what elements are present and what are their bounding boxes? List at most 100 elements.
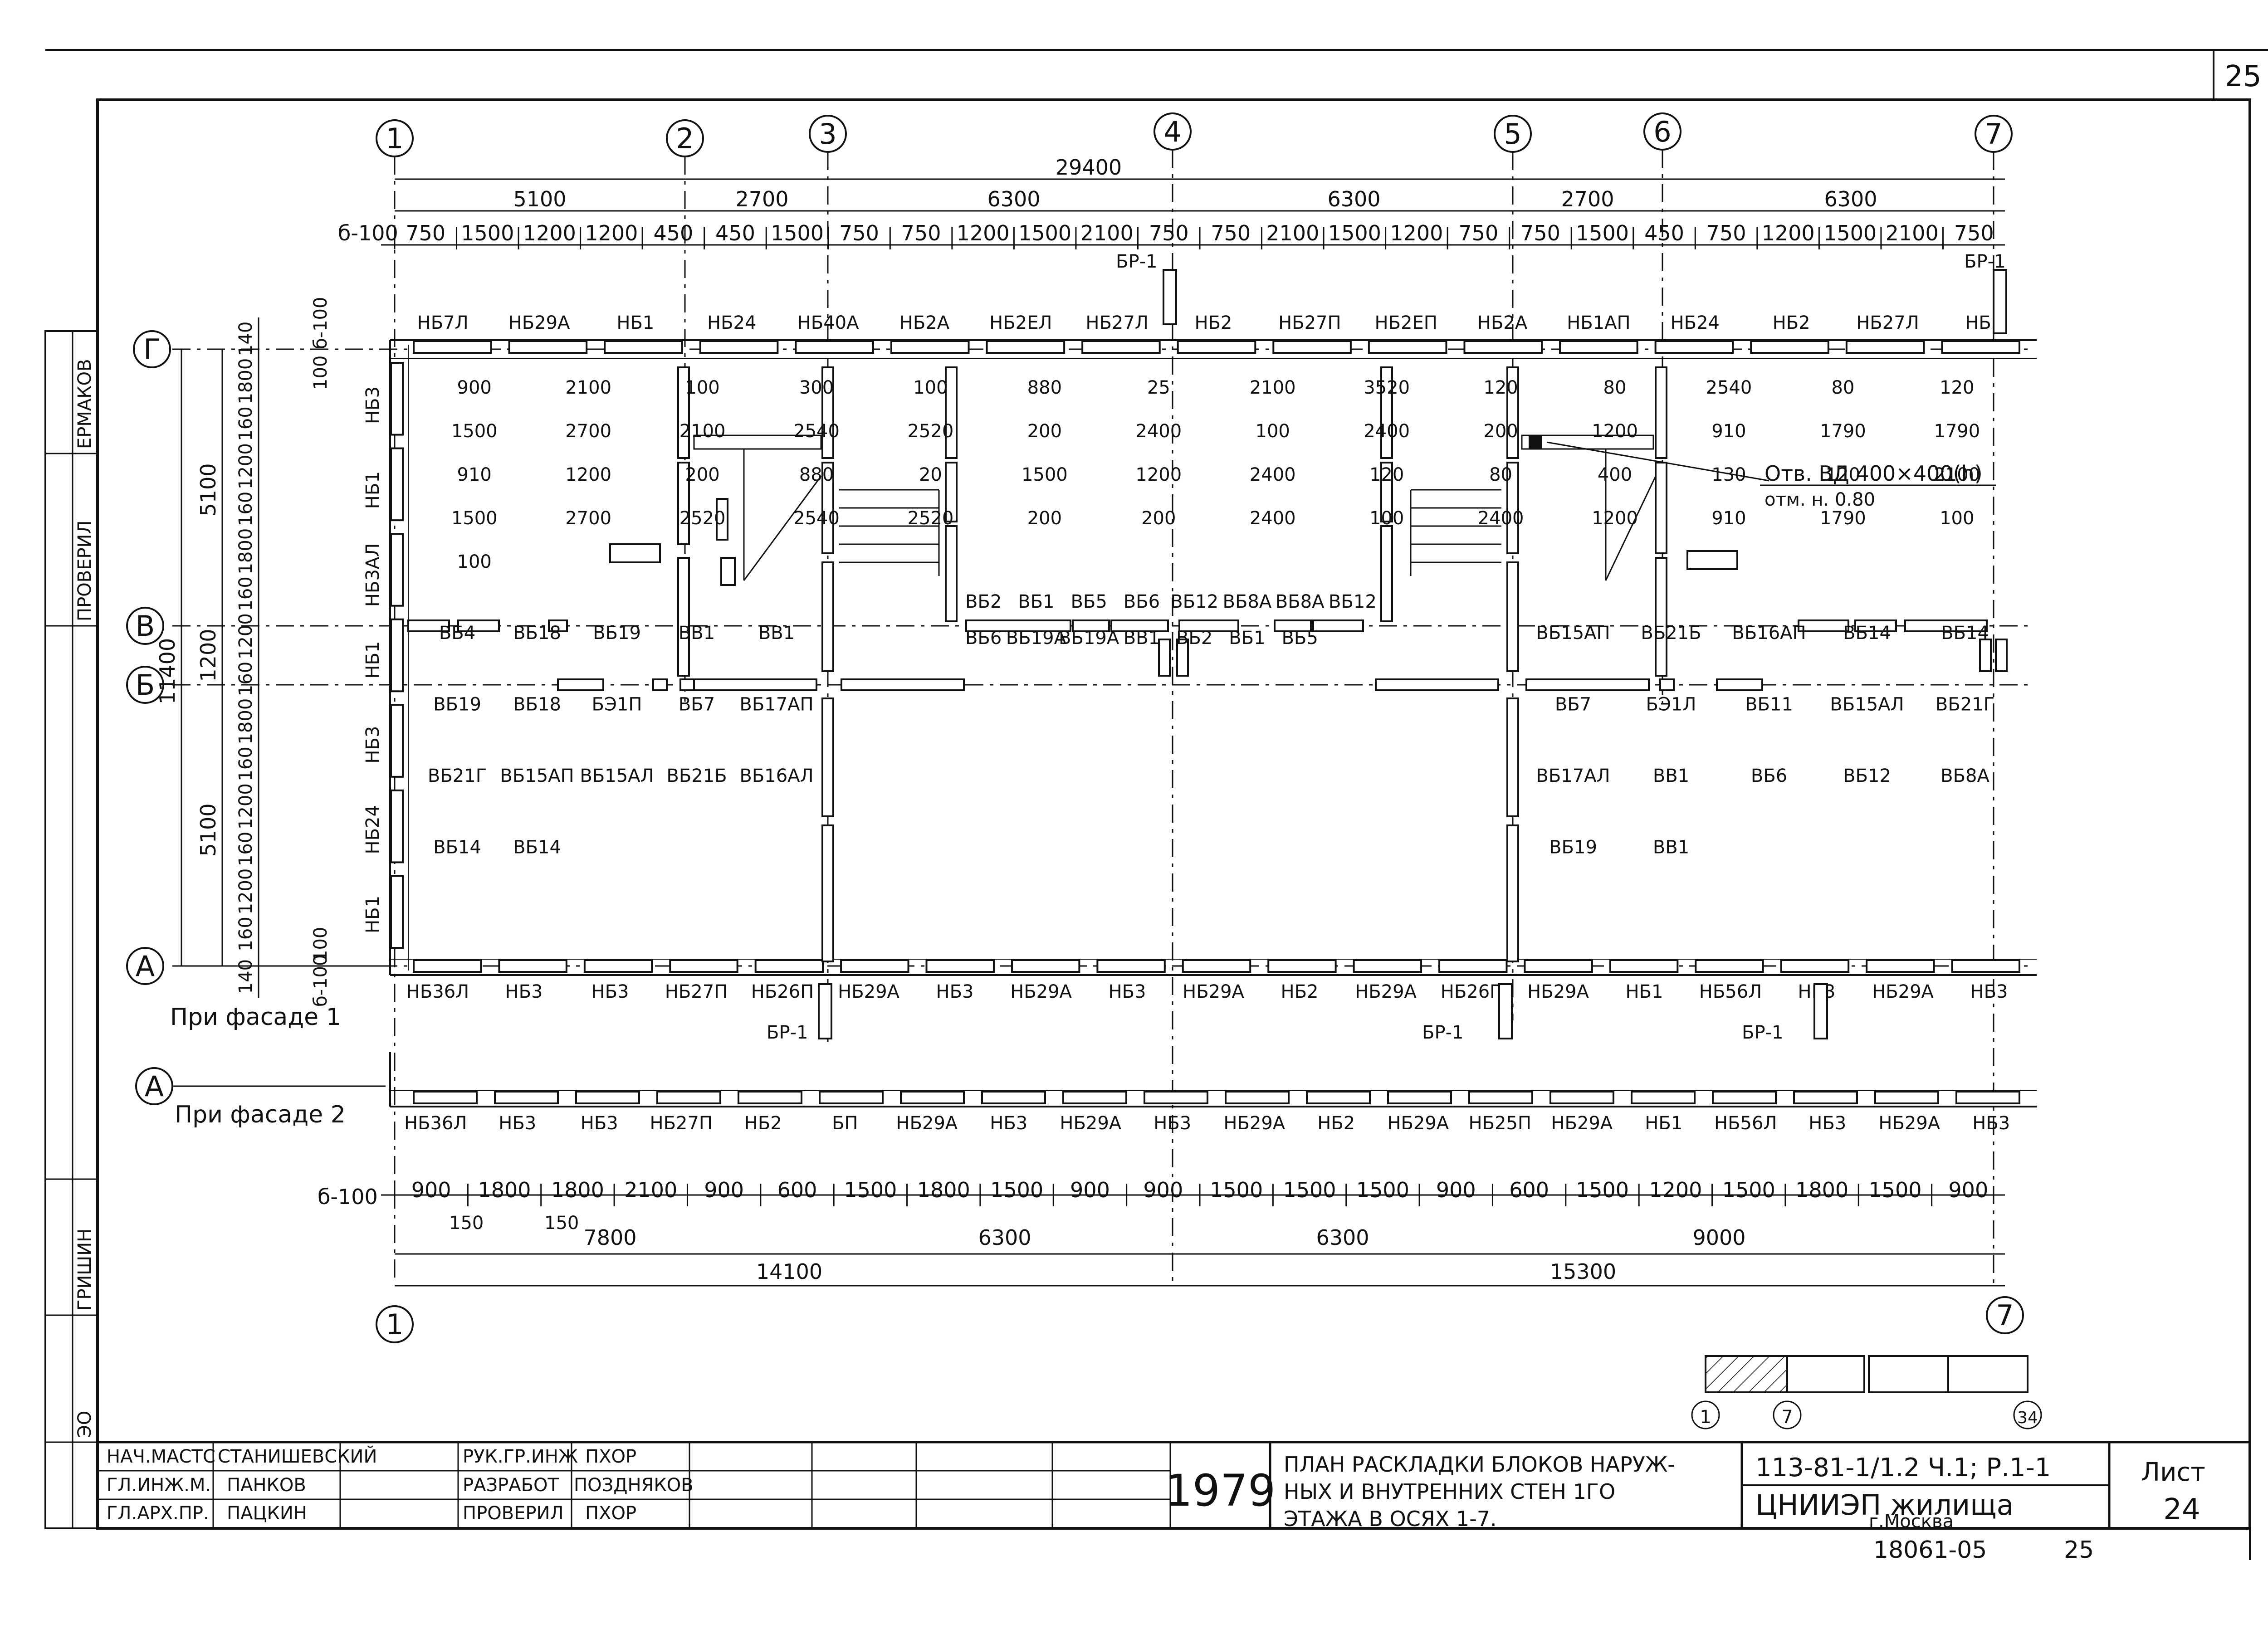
bottom-detail-dim: 1500	[1576, 1178, 1629, 1202]
inner-dim: 80	[1489, 464, 1512, 485]
inner-right-label: ВБ19	[1549, 837, 1597, 858]
svg-text:ЭТАЖА В ОСЯХ 1-7.: ЭТАЖА В ОСЯХ 1-7.	[1284, 1507, 1497, 1531]
inner-left-label: БЭ1П	[592, 694, 642, 715]
bottom2-wall-block	[900, 1091, 965, 1104]
svg-text:5100: 5100	[196, 803, 220, 856]
inner-left-label: ВБ4	[439, 623, 475, 644]
left-detail-dim: 160	[235, 576, 256, 611]
outer-bottom1-label: НБ29А	[1355, 981, 1417, 1002]
bottom1-wall-block	[583, 959, 653, 973]
outer-bottom2-label: НБ2	[744, 1113, 782, 1134]
top-detail-dim: 2100	[1080, 221, 1134, 245]
left-wall-block	[390, 533, 404, 607]
inner-dim: 2520	[908, 421, 954, 442]
outer-top-label: НБ40А	[797, 312, 859, 333]
svg-text:6300: 6300	[987, 187, 1040, 211]
outer-left-label: НБ3АЛ	[362, 543, 383, 607]
left-detail-dim: 1200	[235, 783, 256, 829]
bottom-detail-dim: 1500	[1283, 1178, 1336, 1202]
outer-bottom2-label: НБ1	[1645, 1113, 1682, 1134]
svg-text:2700: 2700	[735, 187, 788, 211]
inner-dim: 120	[1369, 464, 1404, 485]
outer-bottom2-label: БП	[832, 1113, 858, 1134]
inner-mid-label: ВБ12	[1170, 591, 1218, 612]
inner-dim: 1790	[1820, 508, 1866, 529]
inner-right-label: ВВ1	[1653, 766, 1689, 786]
bottom2-wall-block	[1468, 1091, 1533, 1104]
top-wall-block	[890, 340, 970, 354]
svg-text:Лист: Лист	[2141, 1458, 2205, 1487]
outer-bottom2-label: НБ3	[1809, 1113, 1846, 1134]
top-detail-dim: 1500	[1328, 221, 1381, 245]
top-wall-block	[1941, 340, 2020, 354]
inner-right-label: ВБ16АП	[1732, 623, 1806, 644]
inner-mid-label: ВБ1	[1018, 591, 1054, 612]
outer-left-label: НБ3	[362, 726, 383, 764]
left-wall-blocks	[390, 362, 404, 949]
inner-right-label: ВВ1	[1653, 837, 1689, 858]
outer-bottom2-label: НБ56Л	[1714, 1113, 1777, 1134]
svg-text:ПХОР: ПХОР	[585, 1446, 636, 1467]
outer-top-label: НБ2А	[1477, 312, 1528, 333]
left-detail-dim: 1200	[235, 443, 256, 489]
svg-text:ПАЦКИН: ПАЦКИН	[227, 1503, 307, 1524]
bottom-detail-dim: 1500	[1722, 1178, 1775, 1202]
inner-left-label: ВБ17АП	[739, 694, 813, 715]
inner-right-label: ВБ6	[1751, 766, 1787, 786]
outer-top-label: НБ27П	[1278, 312, 1341, 333]
svg-text:3: 3	[819, 117, 836, 151]
svg-text:ПОЗДНЯКОВ: ПОЗДНЯКОВ	[574, 1475, 694, 1496]
svg-text:100: 100	[310, 356, 331, 390]
top-detail-dim: 750	[406, 221, 445, 245]
inner-dim: 2700	[565, 421, 611, 442]
top-detail-dim: 1500	[461, 221, 514, 245]
side-stamp-code: ЭО	[74, 1411, 95, 1438]
bottom1-wall-blocks	[413, 959, 2021, 973]
inner-dim: 1500	[451, 421, 498, 442]
inner-dim: 1200	[565, 464, 611, 485]
inner-dim: 2540	[793, 421, 840, 442]
top-wall-block	[986, 340, 1066, 354]
inner-right-label: ВБ8А	[1941, 766, 1989, 786]
svg-text:БР-1: БР-1	[1116, 251, 1157, 272]
bottom1-wall-block	[1438, 959, 1508, 973]
svg-text:ПРОВЕРИЛ: ПРОВЕРИЛ	[463, 1503, 564, 1524]
inner-left-label: ВБ19	[593, 623, 641, 644]
inner-mid-label: ВБ6	[965, 628, 1002, 649]
inner-dim: 100	[1256, 421, 1290, 442]
inner-mid-label: ВБ19А	[1006, 628, 1067, 649]
inner-dim: 130	[1711, 464, 1746, 485]
bottom1-wall-block	[1780, 959, 1850, 973]
top-detail-dim: 1200	[957, 221, 1010, 245]
bottom1-wall-block	[498, 959, 567, 973]
outer-top-label: НБ1АП	[1567, 312, 1630, 333]
svg-text:Отв. ВД 400×400(h): Отв. ВД 400×400(h)	[1765, 461, 1983, 486]
outer-bottom1-label: НБ29А	[1872, 981, 1934, 1002]
outer-left-label: НБ1	[362, 896, 383, 933]
outer-bottom2-label: НБ3	[990, 1113, 1027, 1134]
bottom-detail-dim: 600	[777, 1178, 817, 1202]
outer-top-label: НБ2А	[899, 312, 950, 333]
bottom-detail-dim: 1800	[917, 1178, 970, 1202]
left-detail-dim: 160	[235, 917, 256, 951]
svg-text:6300: 6300	[1824, 187, 1877, 211]
svg-text:6300: 6300	[978, 1225, 1031, 1250]
inner-mid-label: ВБ2	[965, 591, 1002, 612]
outer-bottom1-label: НБ26П	[751, 981, 814, 1002]
outer-top-label: НБ7Л	[417, 312, 469, 333]
svg-text:4: 4	[1163, 115, 1181, 148]
outer-bottom1-label: НБ3	[936, 981, 974, 1002]
inner-dim: 20	[919, 464, 942, 485]
inner-dim: 1790	[1934, 421, 1980, 442]
inner-mid-label: ВБ6	[1124, 591, 1160, 612]
top-wall-block	[413, 340, 492, 354]
row-axes-left: Г В Б А А	[126, 330, 173, 1105]
inner-dim: 2400	[1478, 508, 1524, 529]
outer-top-label: НБ29А	[508, 312, 570, 333]
top-detail-dim: 450	[715, 221, 755, 245]
bottom1-wall-block	[1267, 959, 1337, 973]
outer-left-label: НБ1	[362, 641, 383, 679]
inner-dim: 910	[457, 464, 492, 485]
